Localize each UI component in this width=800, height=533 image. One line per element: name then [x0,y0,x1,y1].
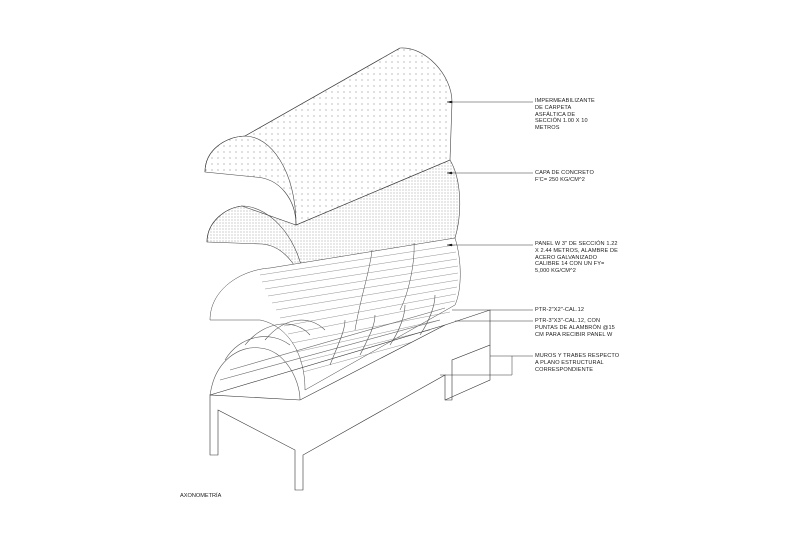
concrete-layer [206,159,461,301]
panel-w-layer [209,237,461,391]
drawing-title: AXONOMETRÍA [180,493,222,499]
annotation-waterproofing: IMPERMEABILIZANTE DE CARPETA ASFÁLTICA D… [535,98,595,132]
annotation-ptr-2x2: PTR-2"X2"-CAL.12 [535,307,585,313]
leader-lines [440,100,533,376]
annotation-walls-beams: MUROS Y TRABES RESPECTO A PLANO ESTRUCTU… [535,353,620,373]
annotation-ptr-3x3: PTR-3"X3"-CAL.12, CON PUNTAS DE ALAMBRÓN… [535,318,615,338]
annotation-concrete: CAPA DE CONCRETO F'C= 250 KG/CM^2 [535,170,594,183]
annotation-panel-w: PANEL W 3" DE SECCIÓN 1.22 X 2.44 METROS… [535,241,619,275]
waterproofing-layer [204,47,453,226]
